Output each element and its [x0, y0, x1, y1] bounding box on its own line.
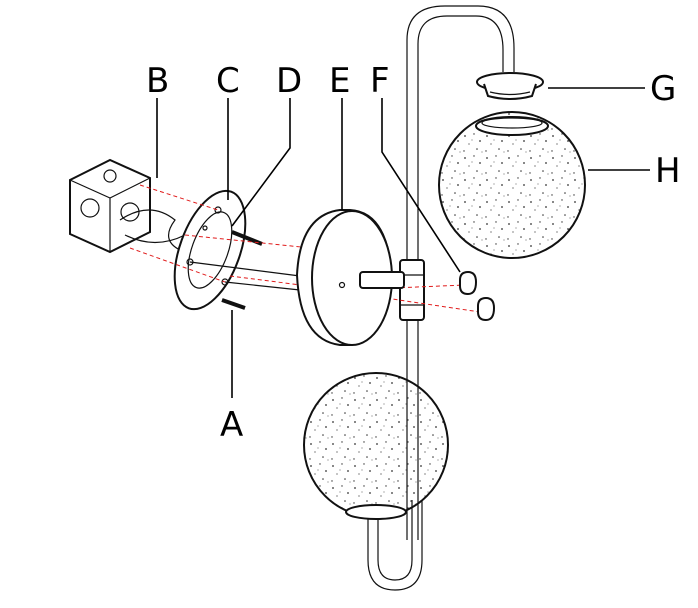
bottom-globe: [303, 372, 449, 520]
label-h: H: [655, 151, 681, 191]
leader-lines: [156, 87, 650, 398]
cap-nuts: [459, 270, 496, 322]
canopy: [295, 209, 405, 346]
label-f: F: [370, 61, 390, 101]
top-globe: [438, 111, 586, 259]
label-e: E: [329, 61, 350, 101]
label-b: B: [146, 61, 169, 101]
support-rod: [367, 5, 515, 591]
label-g: G: [650, 69, 676, 109]
label-d: D: [276, 61, 302, 101]
junction-box: [69, 158, 186, 254]
shade-holder: [476, 72, 544, 100]
mounting-plate: [173, 189, 247, 311]
label-c: C: [216, 61, 240, 101]
label-a: A: [220, 405, 243, 445]
